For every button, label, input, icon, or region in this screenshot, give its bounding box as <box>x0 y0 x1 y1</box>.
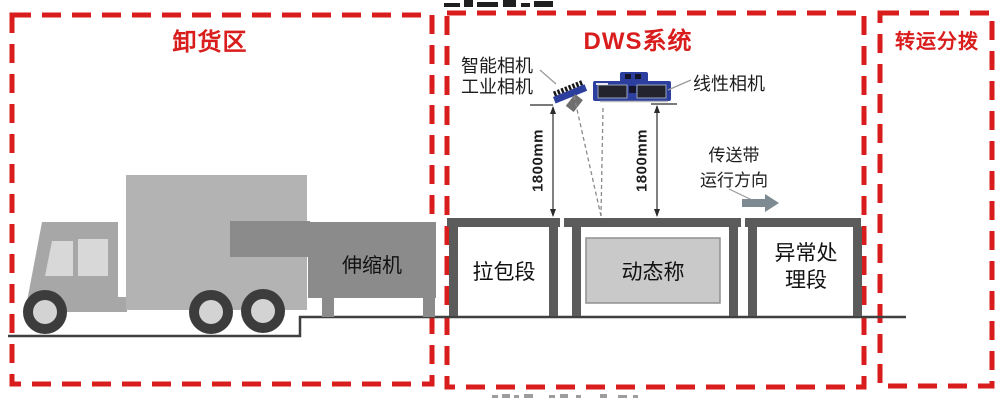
telescopic-leg-left <box>322 298 334 317</box>
linear-camera-leader-line <box>667 79 692 91</box>
dynamic-scale-label: 动态称 <box>621 261 685 284</box>
dimension-line-left <box>530 104 556 217</box>
belt-segment-2 <box>564 218 741 227</box>
conveyor-leg-5 <box>748 227 757 316</box>
telescopic-machine-label: 伸缩机 <box>342 255 402 277</box>
truck-rear-wheel-1-hub <box>199 300 223 324</box>
transfer-zone-title: 转运分拨 <box>895 31 979 53</box>
linear-camera-icon <box>593 72 671 103</box>
smart-camera-icon <box>552 80 588 104</box>
abnormal-section-label: 异常处 理段 <box>757 240 855 294</box>
cropped-text-artifact-top <box>444 0 553 7</box>
conveyor-leg-1 <box>449 227 458 316</box>
smart-camera-label-line2: 工业相机 <box>461 77 533 97</box>
conveyor-leg-2 <box>549 227 558 316</box>
camera-fov-line-vertical <box>600 107 604 217</box>
smart-camera-leader-line <box>539 69 557 85</box>
linear-camera-label: 线性相机 <box>693 74 765 94</box>
telescopic-conveyor <box>230 221 436 317</box>
ground-line <box>8 315 906 338</box>
smart-camera-label-line1: 智能相机 <box>461 56 533 76</box>
belt-direction-arrow-icon <box>742 194 779 212</box>
unloading-zone-title: 卸货区 <box>172 29 248 56</box>
belt-segment-1 <box>447 218 560 227</box>
truck-front-wheel-hub <box>33 300 57 324</box>
unloading-zone-border <box>9 12 435 387</box>
belt-direction-line2: 运行方向 <box>700 171 768 190</box>
conveyor-line <box>447 218 862 316</box>
telescopic-leg-right <box>423 298 435 317</box>
conveyor-leg-3 <box>572 227 581 316</box>
smart-camera-label: 智能相机 工业相机 <box>461 56 533 98</box>
dws-zone-title: DWS系统 <box>583 28 693 55</box>
belt-segment-3 <box>745 218 861 227</box>
camera-fov-line-slanted <box>573 95 602 217</box>
truck-rear-wheel-2-hub <box>251 299 275 323</box>
dimension-line-right <box>651 103 677 217</box>
truck-window-rear <box>78 239 108 276</box>
telescopic-body <box>308 222 436 298</box>
truck-window-front <box>45 241 73 276</box>
transfer-zone-border <box>877 10 995 389</box>
smart-camera-bracket <box>565 94 583 112</box>
abnormal-section-line2: 理段 <box>785 269 827 292</box>
dynamic-scale-box <box>585 237 721 304</box>
abnormal-section-line1: 异常处 <box>774 242 838 265</box>
belt-direction-line1: 传送带 <box>708 146 760 165</box>
truck-illustration <box>23 175 307 334</box>
belt-direction-leader-line <box>728 188 753 201</box>
pull-section-label: 拉包段 <box>472 261 536 284</box>
truck-chassis-link <box>118 297 127 312</box>
telescopic-boom <box>230 221 310 257</box>
dimension-text-left: 1800mm <box>529 128 547 193</box>
belt-direction-label: 传送带 运行方向 <box>693 143 775 193</box>
dws-zone-border <box>444 10 867 390</box>
cropped-text-artifact-bottom <box>492 394 638 398</box>
conveyor-leg-4 <box>729 227 738 316</box>
dimension-text-right: 1800mm <box>633 128 651 193</box>
conveyor-leg-6 <box>853 227 862 316</box>
